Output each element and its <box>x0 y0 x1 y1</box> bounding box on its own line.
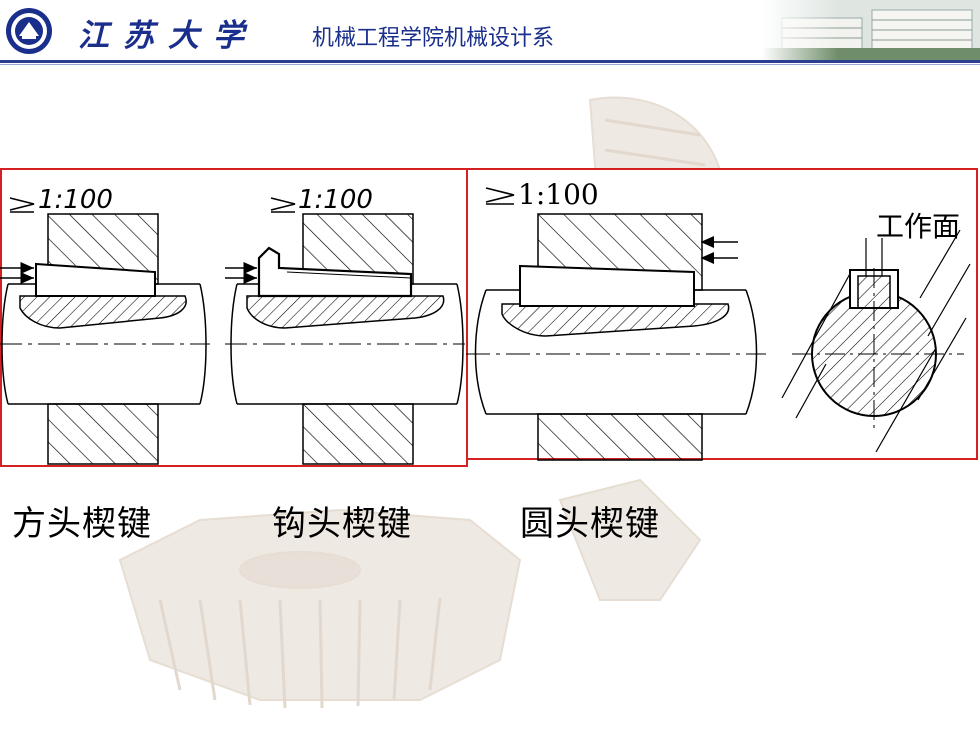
right-diagram-panel: 1:100 工作面 <box>466 168 978 461</box>
slide-header: 江苏大学 机械工程学院机械设计系 <box>0 0 980 65</box>
caption-gib-head-key: 钩头楔键 <box>272 504 412 544</box>
round-taper-key-drawing <box>466 187 971 461</box>
left-diagram-panel: 1:100 1:100 <box>0 168 468 467</box>
square-taper-key-drawing <box>0 197 210 465</box>
header-rule <box>0 60 980 63</box>
header-rule-thin <box>0 64 980 65</box>
gib-head-key-drawing <box>225 197 465 465</box>
round-key-slope-label: 1:100 <box>518 178 599 211</box>
working-face-label: 工作面 <box>876 210 960 243</box>
campus-photo <box>762 0 980 60</box>
caption-round-taper-key: 圆头楔键 <box>520 504 660 544</box>
caption-square-taper-key: 方头楔键 <box>12 504 152 544</box>
department-name: 机械工程学院机械设计系 <box>312 26 555 51</box>
university-name: 江苏大学 <box>78 18 258 54</box>
square-key-slope-label: 1:100 <box>38 185 113 215</box>
gib-key-slope-label: 1:100 <box>298 185 373 215</box>
university-seal-icon <box>6 8 52 54</box>
